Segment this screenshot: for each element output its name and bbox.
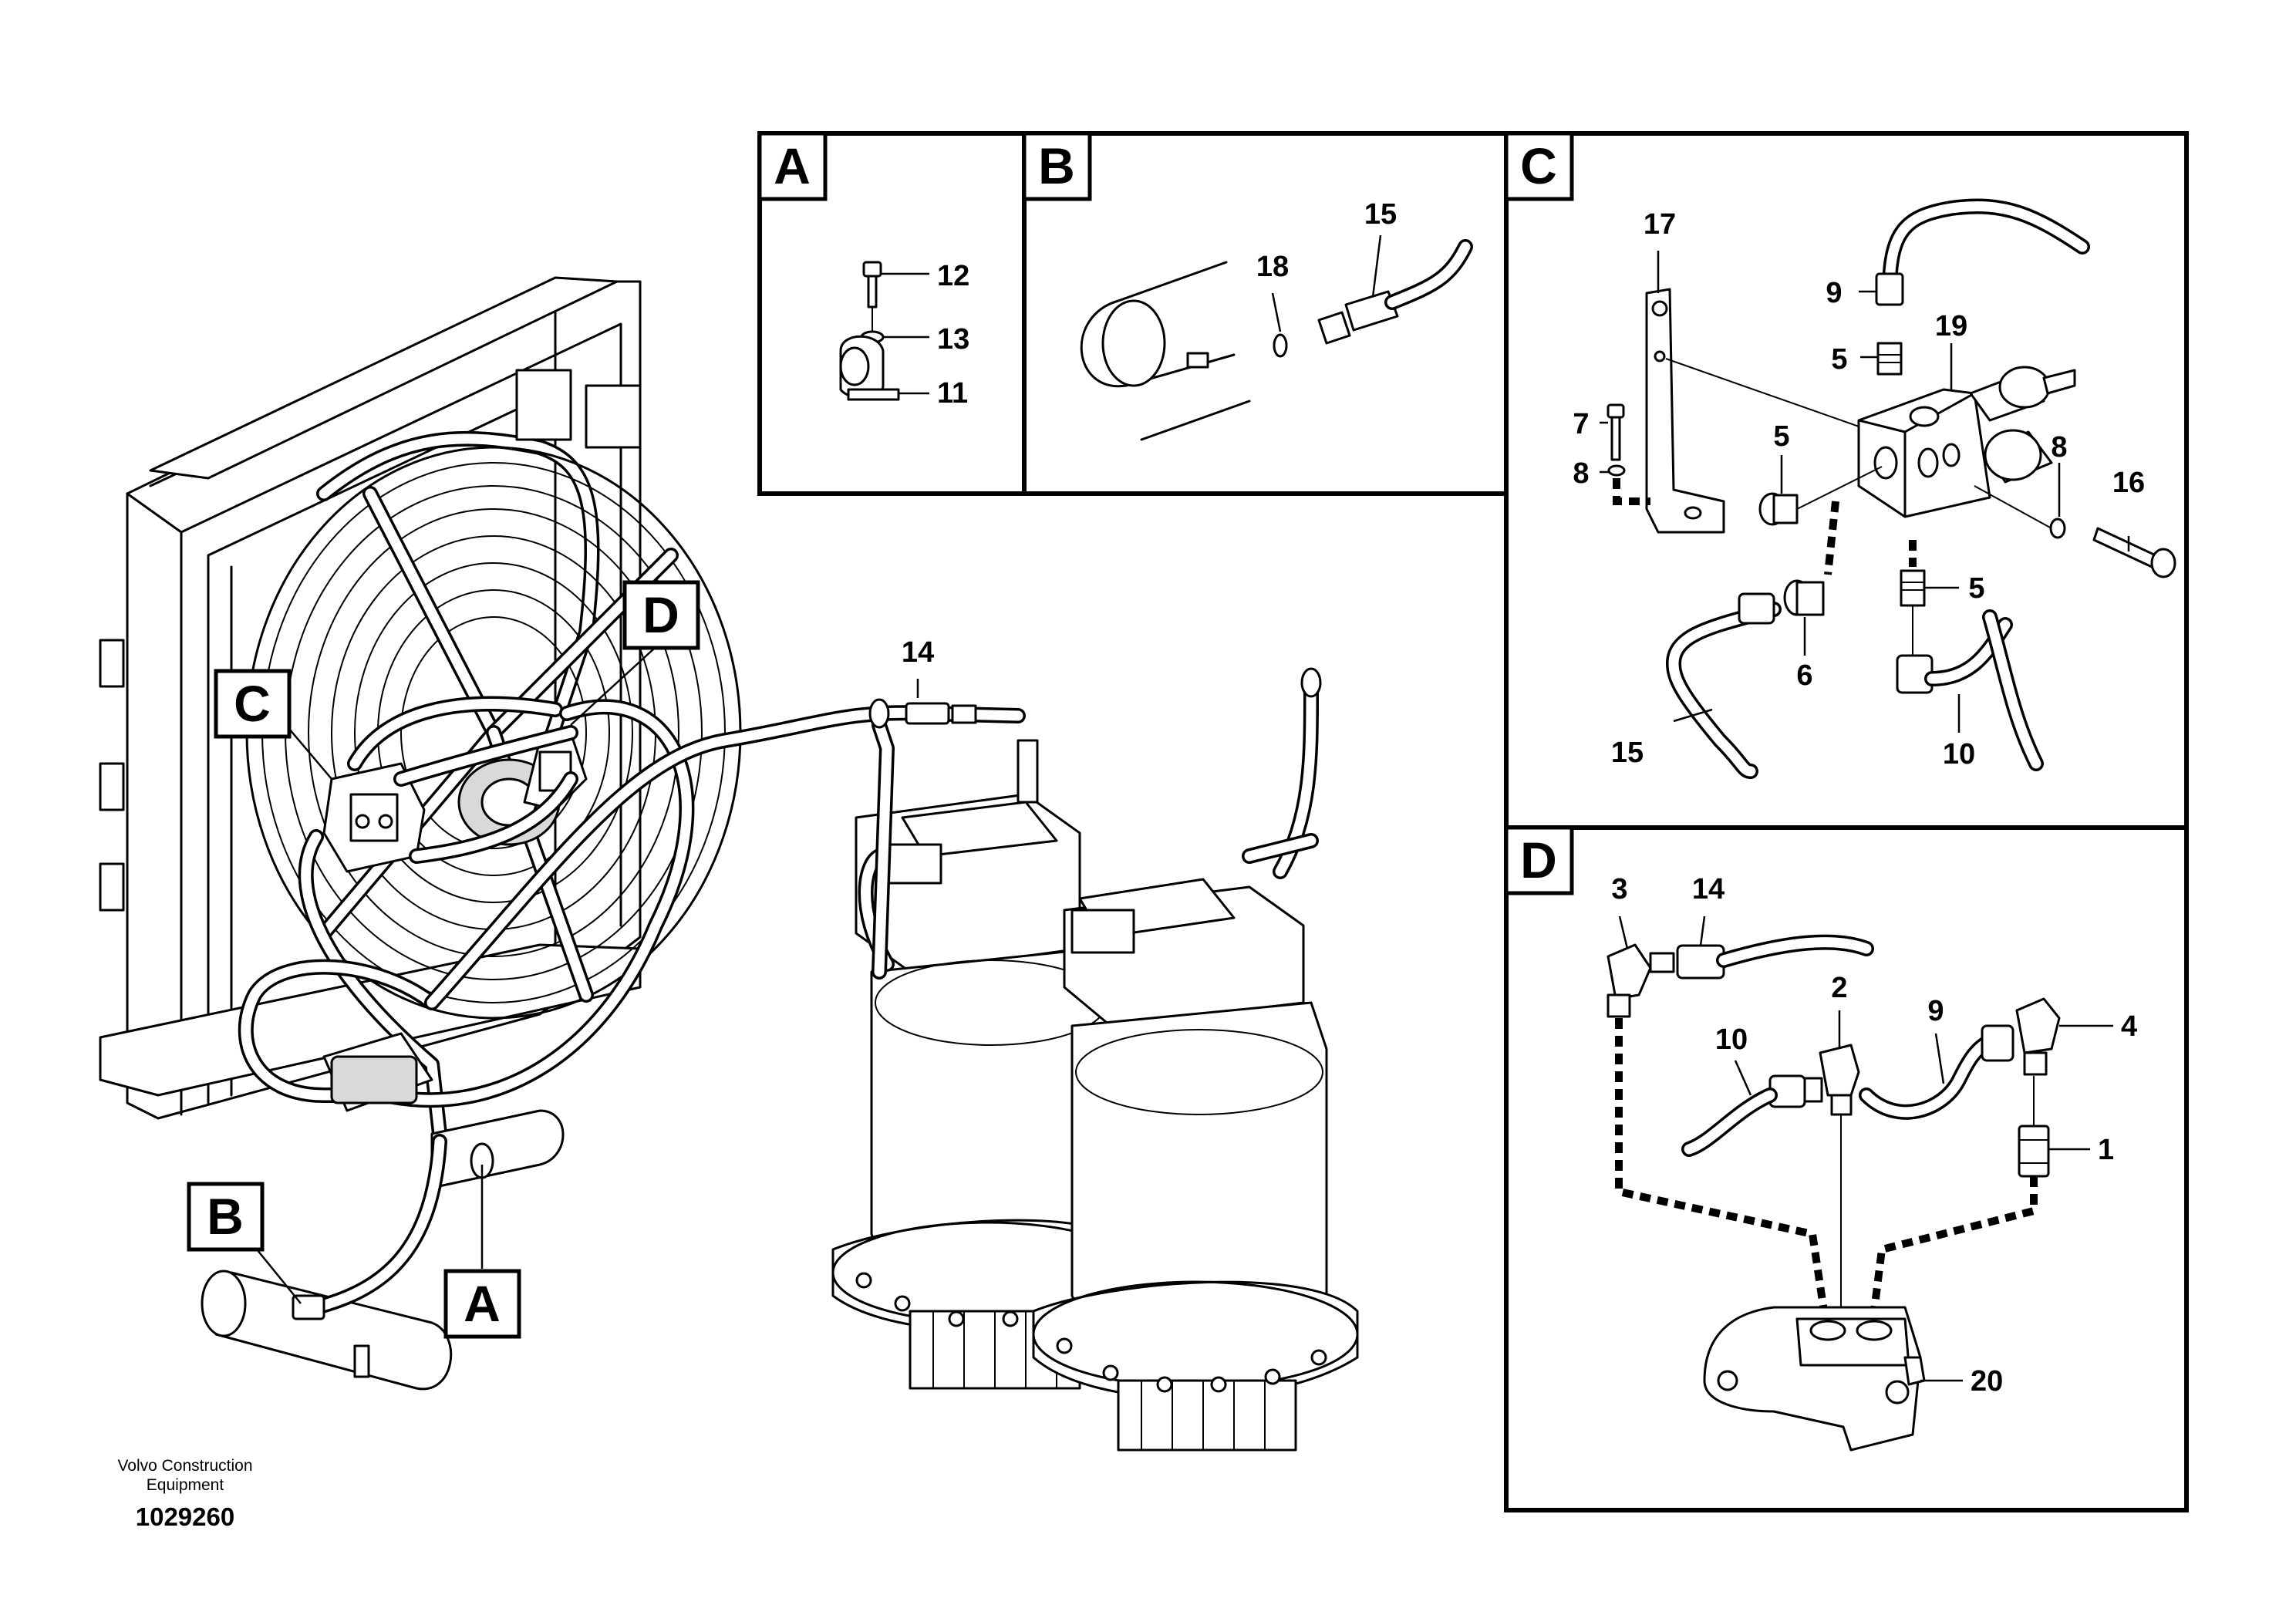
detail-label-A: A — [774, 137, 811, 194]
part-label-6: 6 — [1796, 659, 1812, 692]
part-label-13: 13 — [937, 323, 969, 356]
part-label-20: 20 — [1971, 1365, 2003, 1398]
detail-label-C: C — [1520, 137, 1557, 194]
part-label-17: 17 — [1644, 208, 1676, 241]
detail-label-B: B — [1038, 137, 1075, 194]
part-label-15: 15 — [1364, 198, 1397, 231]
detail-frames — [757, 131, 2189, 1512]
part-label-2: 2 — [1831, 972, 1847, 1004]
callout-box-A[interactable]: A — [443, 1269, 521, 1339]
brand-text: Volvo Construction Equipment — [117, 1457, 253, 1494]
callout-box-D[interactable]: D — [622, 580, 700, 650]
part-label-5-bottom: 5 — [1968, 572, 1984, 605]
part-label-8-right: 8 — [2051, 431, 2067, 464]
part-label-5-left: 5 — [1773, 420, 1789, 453]
part-label-8-left: 8 — [1573, 457, 1589, 490]
part-label-3: 3 — [1611, 873, 1627, 905]
part-label-5-top: 5 — [1831, 343, 1847, 376]
callout-letter-B: B — [207, 1188, 244, 1245]
part-label-9: 9 — [1826, 277, 1842, 309]
callout-box-B[interactable]: B — [187, 1182, 265, 1252]
part-label-10: 10 — [1715, 1023, 1748, 1056]
part-label-16: 16 — [2112, 467, 2145, 499]
callout-letter-A: A — [464, 1275, 501, 1332]
part-label-7: 7 — [1573, 408, 1589, 440]
part-label-19: 19 — [1935, 310, 1967, 342]
part-label-10: 10 — [1943, 738, 1975, 771]
detail-panel-D: D — [1504, 825, 2137, 1452]
detail-panel-B: B 18 15 — [1022, 131, 1473, 441]
callout-letter-C: C — [234, 675, 271, 732]
drawing-number: 1029260 — [135, 1502, 235, 1531]
part-label-9: 9 — [1927, 995, 1944, 1027]
callout-box-C[interactable]: C — [214, 669, 292, 739]
detail-panel-A: A 12 13 11 — [757, 131, 969, 410]
footer: Volvo Construction Equipment 1029260 — [93, 1456, 278, 1532]
part-label-1: 1 — [2098, 1134, 2114, 1166]
part-label-4: 4 — [2121, 1010, 2137, 1043]
part-label-18: 18 — [1256, 251, 1289, 283]
part-label-12: 12 — [937, 260, 969, 292]
detail-panel-C: C — [1504, 131, 2176, 779]
detail-label-D: D — [1520, 831, 1557, 889]
swing-motor-assembly — [424, 667, 1359, 1452]
part-label-11: 11 — [937, 377, 968, 410]
callout-letter-D: D — [642, 586, 679, 643]
part-label-14: 14 — [902, 636, 934, 669]
part-label-15: 15 — [1611, 737, 1644, 769]
part-label-14: 14 — [1692, 873, 1725, 905]
main-view-leaders — [250, 639, 919, 1304]
radiator-assembly — [99, 276, 742, 1391]
